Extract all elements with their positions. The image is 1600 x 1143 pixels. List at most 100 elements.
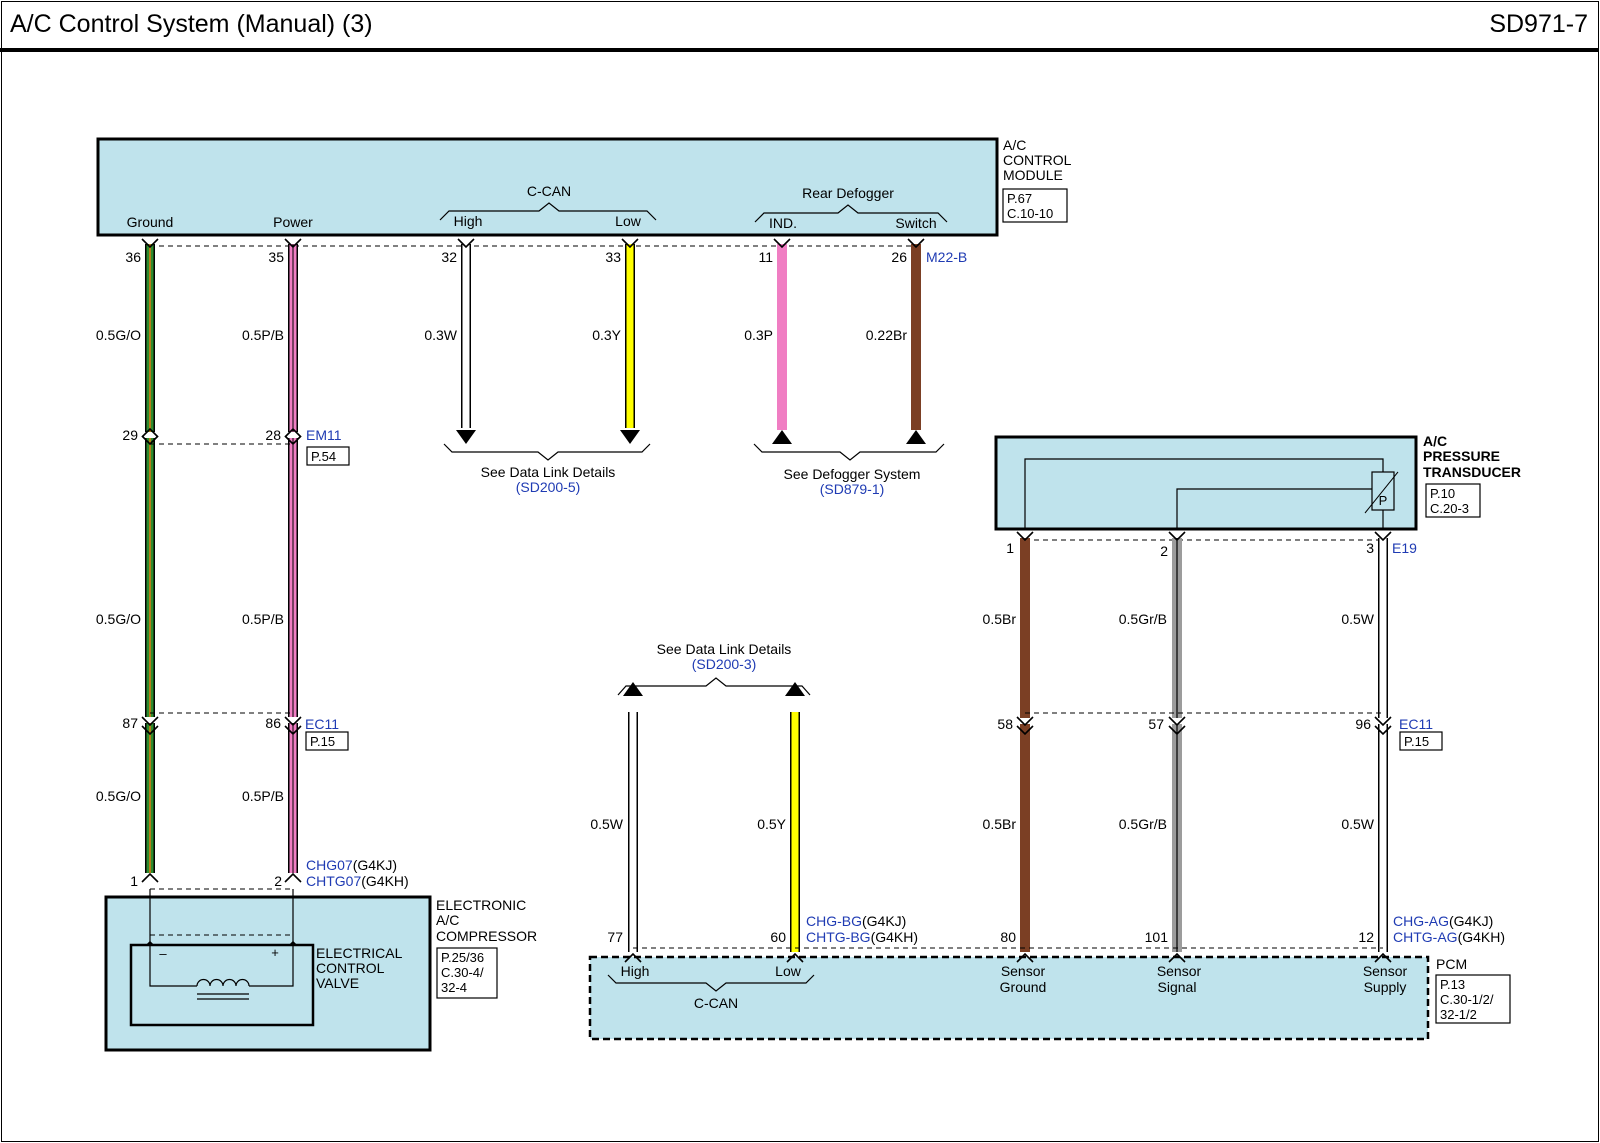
ac-control-module: A/C CONTROL MODULE P.67 C.10-10 Ground P… <box>96 137 1072 237</box>
pin-28: 28 <box>265 427 281 443</box>
compressor-ref-2: C.30-4/ <box>441 965 484 980</box>
ec11-right-ref: P.15 <box>1404 734 1429 749</box>
gauge-sensor-supply-1: 0.5W <box>1341 611 1374 627</box>
gauge-sensor-signal-2: 0.5Gr/B <box>1119 816 1167 832</box>
ccan-brace-bottom <box>607 974 815 992</box>
valve-plus: + <box>271 945 279 960</box>
ac-module-ref-2: C.10-10 <box>1007 206 1053 221</box>
compressor-conn2: CHTG07(G4KH) <box>306 873 409 889</box>
pin-80: 80 <box>1000 929 1016 945</box>
ac-module-name-1: A/C <box>1003 137 1026 153</box>
conn-chtg07-var: (G4KH) <box>361 873 408 889</box>
defogger-ref-brace <box>753 443 945 461</box>
pcm-ref-box <box>1435 974 1511 1024</box>
label-power: Power <box>273 214 313 230</box>
conn-chtg-bg: CHTG-BG <box>806 929 871 945</box>
pin-33: 33 <box>605 249 621 265</box>
conn-chg-bg: CHG-BG <box>806 913 862 929</box>
page-title: A/C Control System (Manual) (3) <box>10 10 373 38</box>
pcm-conn-tbg: CHTG-BG(G4KH) <box>806 929 918 945</box>
conn-chg-bg-var: (G4KJ) <box>862 913 906 929</box>
gauge-sensor-ground-1: 0.5Br <box>983 611 1017 627</box>
valve-circuit <box>149 945 294 987</box>
datalink-top-text[interactable]: See Data Link Details <box>481 464 616 480</box>
gauge-power-3: 0.5P/B <box>242 788 284 804</box>
pcm-label-sensor-ground-2: Ground <box>1000 979 1047 995</box>
compressor-name-2: A/C <box>436 912 459 928</box>
pin-36: 36 <box>125 249 141 265</box>
connector-e19: E19 <box>1392 540 1417 556</box>
pcm-label-sensor-signal-1: Sensor <box>1157 963 1202 979</box>
arrow-up-ind <box>772 430 792 444</box>
pin-11: 11 <box>758 249 773 265</box>
pcm-label-ccan: C-CAN <box>694 995 738 1011</box>
datalink-bottom-ref[interactable]: (SD200-3) <box>692 656 757 672</box>
pin-2: 2 <box>274 873 282 889</box>
label-ccan-top: C-CAN <box>527 183 571 199</box>
label-low-top: Low <box>615 213 642 229</box>
defogger-ref-code[interactable]: (SD879-1) <box>820 481 885 497</box>
ccan-brace-top <box>439 202 657 221</box>
pin-57: 57 <box>1148 716 1164 732</box>
wire-can-high-top <box>456 244 476 444</box>
label-ind: IND. <box>769 215 797 231</box>
wire-can-low-top <box>620 244 640 444</box>
pin-60: 60 <box>770 929 786 945</box>
arrow-down-high <box>456 430 476 444</box>
pt-ref-2: C.20-3 <box>1430 501 1469 516</box>
connector-ec11-right: EC11 <box>1399 716 1433 732</box>
compressor-name-1: ELECTRONIC <box>436 897 526 913</box>
pcm-ref-2: C.30-1/2/ <box>1440 992 1494 1007</box>
gauge-sensor-ground-2: 0.5Br <box>983 816 1017 832</box>
wire-switch <box>906 244 926 444</box>
arrow-up-low-bottom <box>785 682 805 696</box>
pcm-conn-bg: CHG-BG(G4KJ) <box>806 913 906 929</box>
datalink-bottom-text[interactable]: See Data Link Details <box>657 641 792 657</box>
wire-can-low-bottom <box>785 682 805 952</box>
pin-32: 32 <box>441 249 457 265</box>
pin-87: 87 <box>122 715 138 731</box>
ec11-left-ref-box <box>305 731 349 751</box>
em11-ref-box <box>306 446 350 466</box>
conn-chtg-ag: CHTG-AG <box>1393 929 1458 945</box>
pcm-ref-3: 32-1/2 <box>1440 1007 1477 1022</box>
ec11-left-ref: P.15 <box>310 734 335 749</box>
arrow-down-low <box>620 430 640 444</box>
pt-name-2: PRESSURE <box>1423 448 1500 464</box>
valve-name-3: VALVE <box>316 975 359 991</box>
valve-name-2: CONTROL <box>316 960 385 976</box>
gauge-low-bottom: 0.5Y <box>757 816 786 832</box>
label-rear-defogger: Rear Defogger <box>802 185 894 201</box>
connector-m22b: M22-B <box>926 249 967 265</box>
pcm-label-sensor-supply-2: Supply <box>1364 979 1407 995</box>
wire-can-high-bottom <box>623 682 643 952</box>
conn-chtg-ag-var: (G4KH) <box>1458 929 1505 945</box>
datalink-top-ref[interactable]: (SD200-5) <box>516 479 581 495</box>
pin-101: 101 <box>1145 929 1169 945</box>
ac-module-name-3: MODULE <box>1003 167 1063 183</box>
ac-control-module-box <box>96 137 999 237</box>
pin-58: 58 <box>997 716 1013 732</box>
pcm-conn-tag: CHTG-AG(G4KH) <box>1393 929 1505 945</box>
pcm-box <box>588 955 1430 1041</box>
connector-em11: EM11 <box>306 427 342 443</box>
gauge-ind: 0.3P <box>744 327 773 343</box>
connector-ec11-left: EC11 <box>305 716 339 732</box>
gauge-high-top: 0.3W <box>424 327 457 343</box>
pcm-name: PCM <box>1436 956 1467 972</box>
label-ground: Ground <box>127 214 174 230</box>
pt-pin-3: 3 <box>1366 540 1374 556</box>
defogger-ref-text[interactable]: See Defogger System <box>784 466 921 482</box>
pt-internal-ground <box>1024 458 1384 530</box>
arrow-up-switch <box>906 430 926 444</box>
pt-ref-1: P.10 <box>1430 486 1455 501</box>
pcm-label-high: High <box>621 963 650 979</box>
gauge-high-bottom: 0.5W <box>590 816 623 832</box>
compressor-name-3: COMPRESSOR <box>436 928 537 944</box>
header-rule <box>0 48 1598 52</box>
valve-name-1: ELECTRICAL <box>316 945 403 961</box>
datalink-brace-bottom <box>617 677 811 696</box>
pin-77: 77 <box>607 929 623 945</box>
